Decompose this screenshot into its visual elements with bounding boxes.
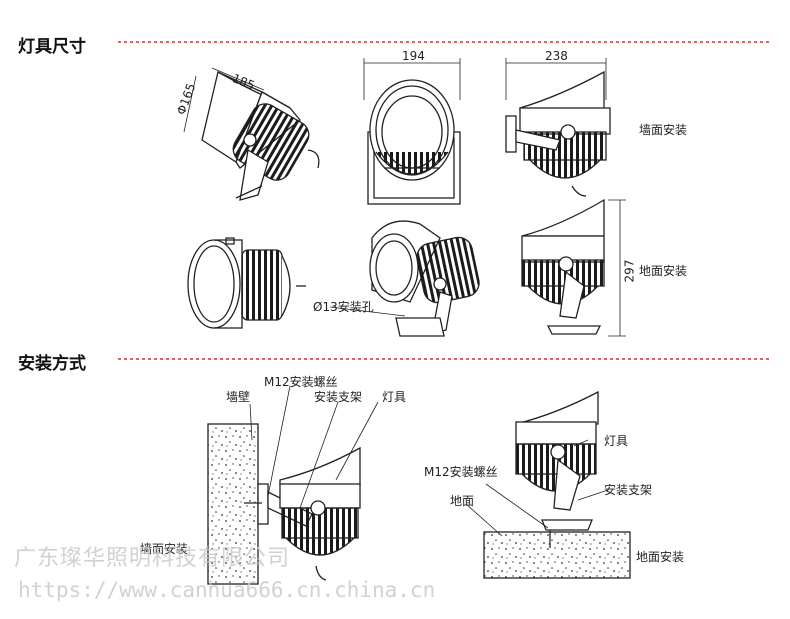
label-wall-mount-view: 墙面安装 [639, 123, 688, 137]
ground-block [483, 531, 631, 579]
mount-wall-illustration [207, 385, 379, 585]
label-mounting-hole: Ø13安装孔 [313, 300, 374, 314]
label-wall: 墙壁 [226, 390, 251, 404]
label-lamp-wall: 灯具 [382, 390, 407, 404]
dim-width-194: 194 [402, 49, 425, 63]
watermark-url: https://www.canhua666.cn.china.cn [18, 578, 436, 602]
wall-block [207, 423, 259, 585]
mount-ground-illustration [465, 390, 631, 579]
label-lamp-ground: 灯具 [604, 434, 629, 448]
label-m12-bolt-wall: M12安装螺丝 [264, 375, 338, 389]
label-ground-mount-view: 地面安装 [639, 264, 688, 278]
label-ground-mount: 地面安装 [636, 550, 685, 564]
lamp-view-side-ground [521, 198, 626, 337]
label-bracket-wall: 安装支架 [314, 390, 363, 404]
section-title-dimensions: 灯具尺寸 [18, 37, 86, 57]
lamp-view-angled [183, 67, 320, 201]
dim-depth-238: 238 [545, 49, 568, 63]
label-wall-mount: 墙面安装 [140, 542, 189, 556]
label-ground: 地面 [450, 494, 475, 508]
lamp-view-side-wall [505, 58, 611, 197]
lamp-view-front [363, 58, 461, 205]
section-title-mounting: 安装方式 [18, 354, 86, 374]
lamp-view-side-2 [187, 237, 306, 329]
dim-height-297: 297 [622, 259, 637, 283]
watermark-company: 广东璨华照明科技有限公司 [14, 546, 291, 571]
label-m12-bolt-ground: M12安装螺丝 [424, 465, 498, 479]
label-bracket-ground: 安装支架 [604, 483, 653, 497]
lamp-view-perspective [329, 220, 480, 337]
